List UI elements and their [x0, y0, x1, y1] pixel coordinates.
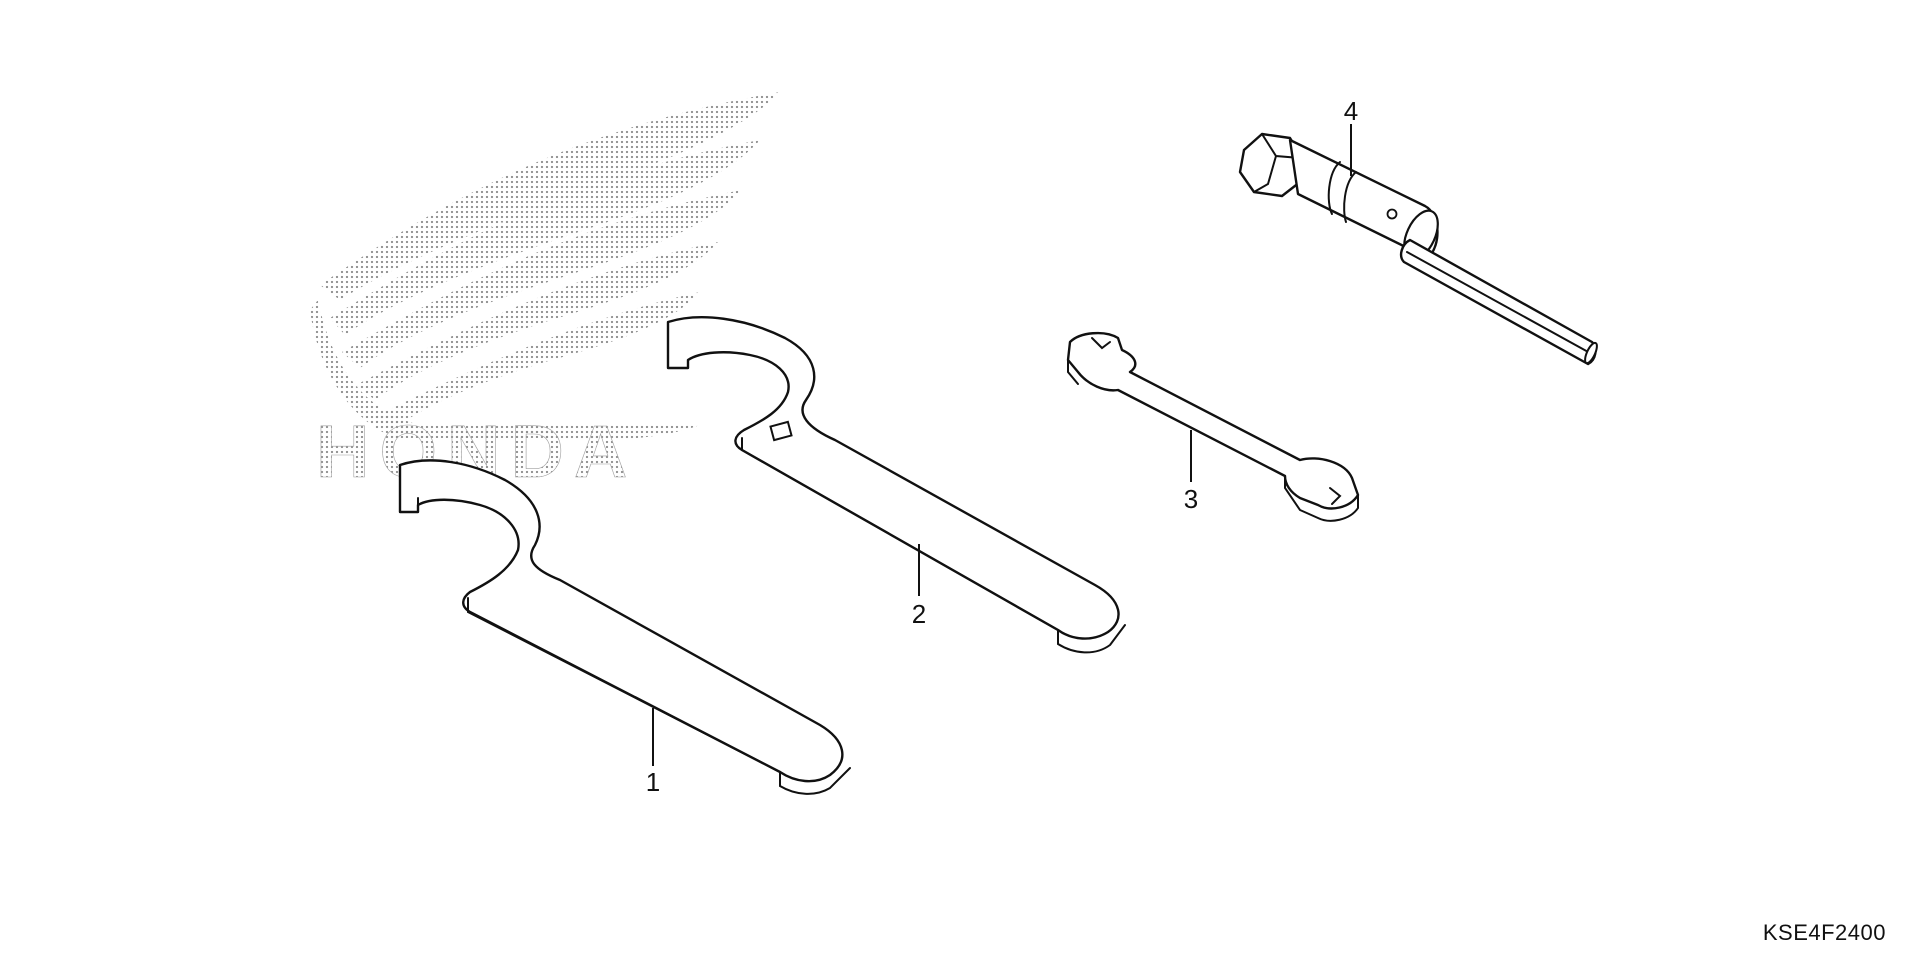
callout-3: 3 [1184, 430, 1198, 514]
part-2-pin-spanner [666, 316, 1126, 654]
part-number-4: 4 [1344, 96, 1358, 126]
part-number-1: 1 [646, 767, 660, 797]
part-2-thickness-edge [741, 437, 1126, 654]
wing-feather-4 [356, 242, 718, 400]
part-1-body [398, 459, 844, 783]
part-1-hook-edge [399, 497, 419, 513]
part-4-tube-ring-1 [1327, 161, 1341, 215]
wing-feather-3 [342, 190, 742, 368]
wing-base [310, 300, 700, 440]
part-4-tube-ring-2 [1343, 171, 1357, 223]
wing-feather-2 [330, 140, 760, 335]
part-3-slot-left [1091, 337, 1111, 350]
part-4-tommy-bar-end [1584, 341, 1598, 365]
part-number-3: 3 [1184, 484, 1198, 514]
honda-wing-logo: HONDA [310, 92, 780, 493]
part-1-thickness-edge [467, 597, 851, 795]
part-3-flat-wrench [1066, 331, 1360, 522]
callout-1: 1 [646, 708, 660, 797]
part-4-tommy-bar-edge [1406, 251, 1591, 354]
part-3-thickness-edge [1067, 359, 1359, 522]
callout-4: 4 [1344, 96, 1358, 176]
part-3-slot-right [1329, 487, 1342, 505]
part-1-pin-spanner [398, 459, 851, 795]
wing-feather-5 [372, 292, 700, 430]
part-3-body [1066, 331, 1360, 510]
diagram-code: KSE4F2400 [1762, 920, 1886, 945]
callout-2: 2 [912, 544, 926, 629]
part-2-square-hole [769, 420, 793, 442]
part-2-body [666, 316, 1120, 640]
wing-feather-1 [320, 92, 780, 300]
part-4-socket-wrench [1238, 132, 1598, 366]
part-4-pin-hole [1386, 208, 1398, 220]
part-number-2: 2 [912, 599, 926, 629]
